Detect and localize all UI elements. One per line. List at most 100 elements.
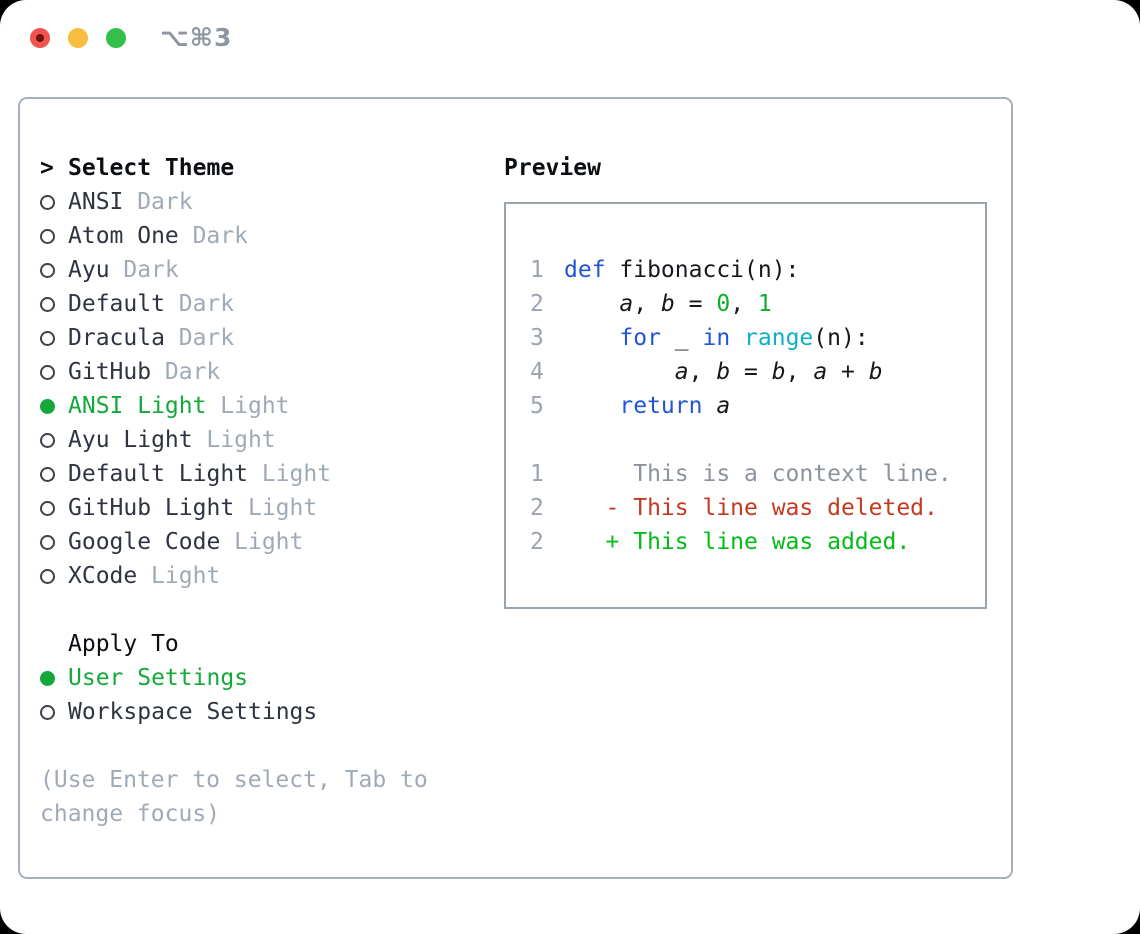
option-label: User Settings: [68, 665, 249, 691]
window-title-shortcut: ⌥⌘3: [160, 23, 233, 52]
titlebar: ⌥⌘3: [0, 0, 1140, 75]
zoom-button[interactable]: [106, 27, 126, 48]
code-segment-plain: [564, 359, 675, 385]
prompt-chevron-icon: >: [40, 155, 54, 181]
radio-unselected-icon: [40, 194, 55, 210]
option-label: ANSI: [68, 189, 124, 215]
option-label: Default Light: [68, 461, 249, 487]
radio-unselected-icon: [40, 364, 55, 380]
code-text: a, b = 0, 1: [564, 287, 771, 321]
option-label: Workspace Settings: [68, 699, 318, 725]
code-segment-var: b: [716, 359, 731, 385]
line-number: 3: [530, 325, 544, 351]
code-segment-deleted: - This line was deleted.: [605, 495, 938, 521]
option-label: Default: [68, 291, 165, 317]
theme-option-default[interactable]: Default Dark: [40, 287, 442, 321]
option-variant: Light: [234, 529, 304, 555]
radio-marker: [40, 500, 68, 516]
diff-text: - This line was deleted.: [564, 491, 938, 525]
code-line: 1 def fibonacci(n):: [530, 253, 985, 287]
radio-marker: [40, 432, 68, 448]
apply-to-header: Apply To: [40, 627, 442, 661]
apply-option-workspace-settings[interactable]: Workspace Settings: [40, 695, 442, 729]
code-line: 4 a, b = b, a + b: [530, 355, 985, 389]
radio-marker: [40, 228, 68, 244]
code-segment-added: + This line was added.: [605, 529, 911, 555]
radio-unselected-icon: [40, 704, 55, 720]
theme-option-github-light[interactable]: GitHub Light Light: [40, 491, 442, 525]
option-variant: Dark: [178, 291, 235, 317]
close-button[interactable]: [30, 27, 50, 48]
radio-marker: [40, 194, 68, 210]
hint-text: (Use Enter to select, Tab to change focu…: [40, 767, 428, 827]
theme-option-ayu[interactable]: Ayu Dark: [40, 253, 442, 287]
line-number: 2: [530, 529, 544, 555]
radio-marker: [40, 534, 68, 550]
option-variant: Light: [247, 495, 318, 521]
option-label: Ayu: [68, 257, 110, 283]
radio-marker: [40, 330, 68, 346]
code-segment-number: 0: [716, 291, 731, 317]
code-segment-plain: fibonacci(n):: [605, 257, 800, 283]
code-segment-keyword: def: [564, 257, 606, 283]
code-segment-plain: [564, 291, 619, 317]
code-segment-var: a: [619, 291, 634, 317]
code-segment-plain: ,: [785, 359, 814, 385]
line-number: 4: [530, 359, 544, 385]
line-number: 5: [530, 393, 544, 419]
diff-text: + This line was added.: [564, 525, 911, 559]
line-number: 1: [530, 257, 544, 283]
code-line: 2 a, b = 0, 1: [530, 287, 985, 321]
radio-unselected-icon: [40, 296, 55, 312]
code-segment-plain: [564, 495, 606, 521]
radio-marker: [40, 704, 68, 720]
radio-unselected-icon: [40, 262, 55, 278]
minimize-button[interactable]: [68, 27, 88, 48]
option-label: ANSI Light: [68, 393, 207, 419]
option-variant: Light: [206, 427, 276, 453]
code-segment-var: b: [771, 359, 786, 385]
option-variant: Light: [261, 461, 332, 487]
code-segment-plain: (n):: [813, 325, 869, 351]
code-segment-keyword: in: [702, 325, 731, 351]
theme-option-ansi[interactable]: ANSI Dark: [40, 185, 442, 219]
code-segment-plain: [702, 393, 716, 419]
option-variant: Dark: [137, 189, 193, 215]
option-label: Ayu Light: [68, 427, 193, 453]
theme-option-default-light[interactable]: Default Light Light: [40, 457, 442, 491]
theme-option-ayu-light[interactable]: Ayu Light Light: [40, 423, 442, 457]
radio-marker: [40, 568, 68, 584]
option-label: XCode: [68, 563, 138, 589]
code-segment-var: b: [868, 359, 883, 385]
diff-text: This is a context line.: [564, 457, 952, 491]
radio-unselected-icon: [40, 466, 55, 482]
apply-option-user-settings[interactable]: User Settings: [40, 661, 442, 695]
radio-unselected-icon: [40, 500, 55, 516]
option-variant: Dark: [178, 325, 235, 351]
option-label: GitHub Light: [68, 495, 235, 521]
radio-marker: [40, 670, 68, 686]
apply-to-title: Apply To: [68, 631, 179, 657]
code-segment-var: a: [674, 359, 689, 385]
code-segment-plain: ,: [730, 291, 758, 317]
traffic-lights: [30, 27, 126, 48]
radio-marker: [40, 398, 68, 414]
option-label: GitHub: [68, 359, 152, 385]
code-segment-context: This is a context line.: [564, 461, 952, 487]
option-variant: Dark: [123, 257, 179, 283]
radio-unselected-icon: [40, 432, 55, 448]
code-segment-builtin: range: [744, 325, 814, 351]
option-variant: Dark: [192, 223, 248, 249]
code-segment-var: b: [660, 291, 675, 317]
radio-selected-icon: [40, 670, 55, 686]
line-number: 2: [530, 291, 544, 317]
